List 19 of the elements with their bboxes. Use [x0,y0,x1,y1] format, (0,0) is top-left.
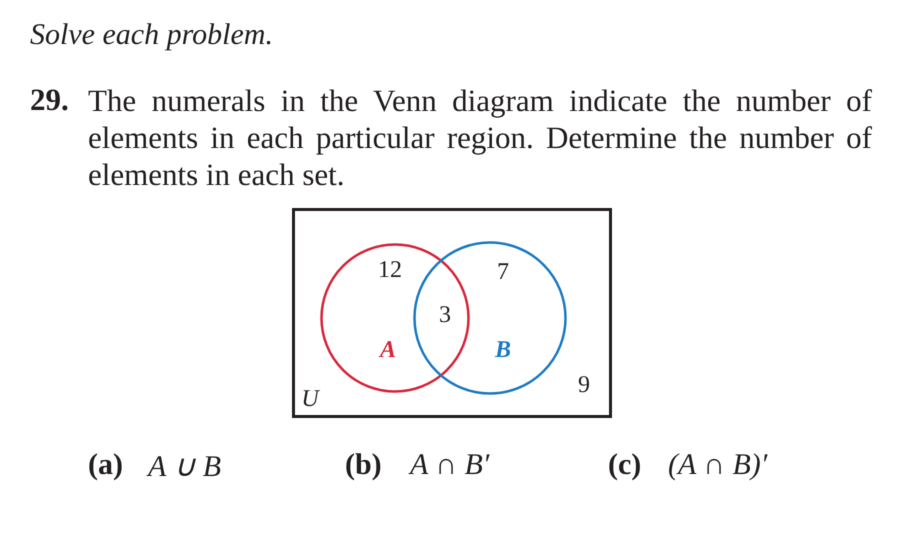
part-label: (a) [88,448,123,482]
region-count: 7 [497,260,509,284]
region-count: 3 [439,303,451,327]
set-expression: (A ∩ B)′ [668,448,768,482]
set-expression: A ∩ B′ [410,448,490,482]
instruction-heading: Solve each problem. [30,18,273,52]
region-count: 12 [378,258,402,282]
set-label: U [301,387,319,411]
problem-number: 29. [30,82,69,118]
set-label: B [495,338,511,362]
set-circle [320,243,470,393]
set-circle [413,241,567,395]
universe-rectangle [292,208,612,418]
part-label: (c) [608,448,642,482]
region-count: 9 [578,373,590,397]
part-label: (b) [345,448,382,482]
set-expression: A ∪ B [148,449,222,484]
set-label: A [380,338,396,362]
problem-statement: The numerals in the Venn diagram indicate the number of elements in each particular region. Determine the number of elements in each set. [88,82,872,193]
